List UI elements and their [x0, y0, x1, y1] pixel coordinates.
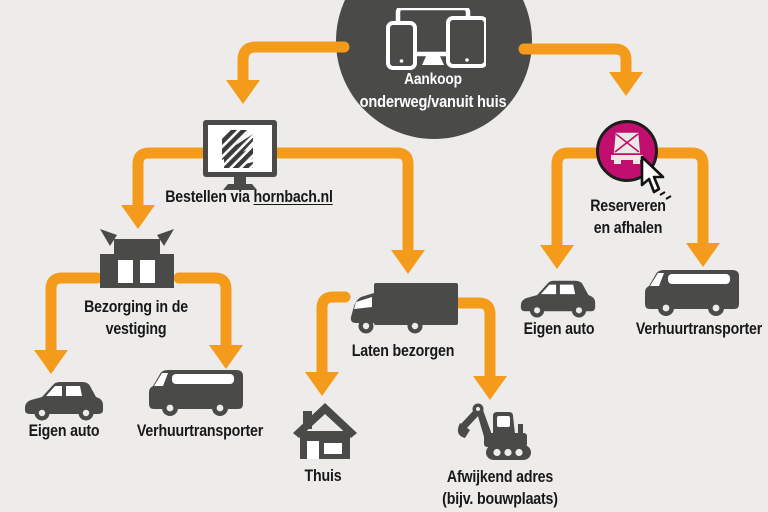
- bestellen-label: Bestellen via hornbach.nl: [165, 188, 333, 206]
- afwijkend-adres-label: Afwijkend adres (bijv. bouwplaats): [442, 468, 558, 508]
- multi-device-icon: [386, 8, 486, 70]
- aankoop-label: Aankoop: [404, 71, 462, 88]
- arrow-vestiging-to-verhuurtransporter: [173, 272, 243, 369]
- arrow-reserveren-to-eigen-auto: [540, 147, 603, 269]
- laten-bezorgen-label: Laten bezorgen: [351, 342, 455, 360]
- arrow-bestellen-to-laten-bezorgen: [273, 147, 425, 274]
- aankoop-label-line2: onderweg/vanuit huis: [359, 92, 507, 111]
- eigen-auto-right-label: Eigen auto: [523, 320, 595, 338]
- bezorging-vestiging-label: Bezorging in de vestiging: [84, 298, 188, 338]
- arrow-laten-bezorgen-to-afwijkend: [453, 297, 507, 400]
- delivery-truck-icon: [350, 283, 458, 334]
- arrow-bestellen-to-vestiging: [121, 147, 207, 229]
- pickup-van-circle-icon: [611, 131, 643, 164]
- mouse-cursor-icon[interactable]: [638, 155, 676, 203]
- excavator-icon: [457, 403, 531, 460]
- house-icon: [293, 403, 357, 459]
- hornbach-link[interactable]: hornbach.nl: [253, 188, 333, 206]
- store-building-icon: [100, 229, 174, 288]
- arrow-vestiging-to-eigen-auto: [34, 272, 103, 374]
- van-icon: [645, 270, 739, 316]
- eigen-auto-left-label: Eigen auto: [28, 422, 100, 440]
- arrow-laten-bezorgen-to-thuis: [305, 291, 351, 396]
- verhuurtransporter-left-label: Verhuurtransporter: [136, 422, 264, 440]
- verhuurtransporter-right-label: Verhuurtransporter: [635, 320, 763, 338]
- car-icon: [25, 382, 103, 421]
- arrow-aankoop-to-reserveren: [518, 43, 643, 96]
- arrow-aankoop-to-bestellen: [226, 41, 350, 104]
- thuis-label: Thuis: [304, 467, 342, 485]
- arrow-reserveren-to-verhuurtransporter: [654, 147, 720, 267]
- van-icon: [149, 370, 243, 416]
- car-icon: [520, 280, 596, 318]
- reserveren-afhalen-label: Reserveren en afhalen: [590, 197, 666, 237]
- monitor-hornbach-icon: [203, 120, 277, 190]
